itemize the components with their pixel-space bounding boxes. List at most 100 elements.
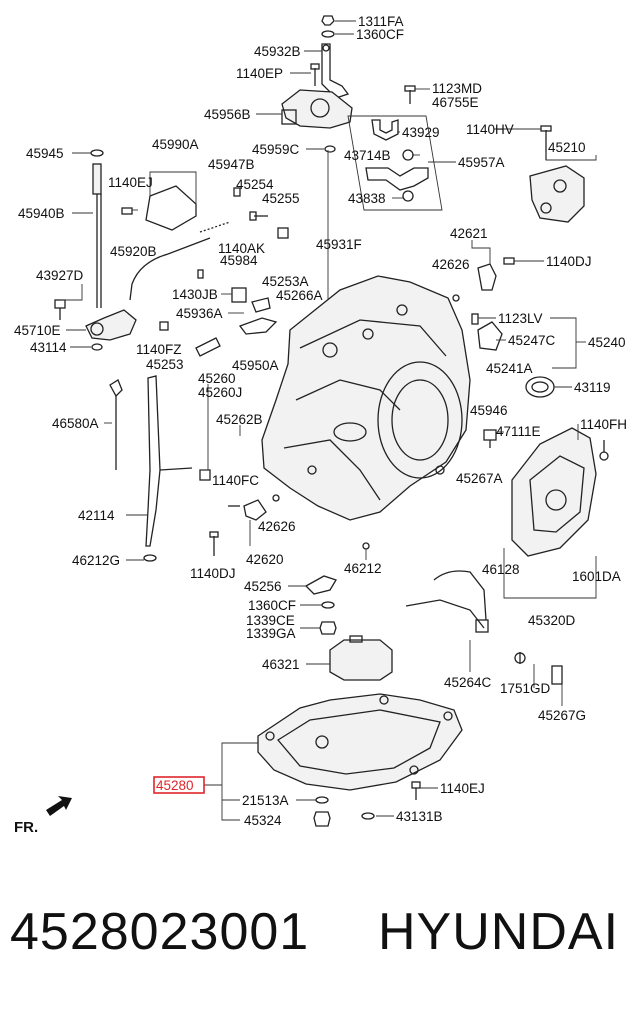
label-45984[interactable]: 45984 [220,253,258,268]
label-1339ce[interactable]: 1339CE [246,613,295,628]
sensor-group-45240 [471,313,503,351]
label-45956b[interactable]: 45956B [204,107,251,122]
label-42620[interactable]: 42620 [246,552,284,567]
front-arrow-icon [46,796,72,816]
brand-name: HYUNDAI [378,903,620,961]
label-46755e[interactable]: 46755E [432,95,479,110]
side-cover-45320d [511,427,609,557]
oil-pan-45280 [257,693,463,791]
bolt-1311fa [321,15,335,38]
highlight-box [153,776,205,794]
parts-exploded-diagram: 1311FA 1360CF 45932B 1140EP 1123MD 46755… [14,14,627,836]
label-45990a[interactable]: 45990A [152,137,199,152]
oil-seal-43119 [525,376,555,398]
label-1140dj-right[interactable]: 1140DJ [546,254,592,269]
bracket-group-45957a [347,115,443,211]
label-45957a[interactable]: 45957A [458,155,505,170]
label-45256[interactable]: 45256 [244,579,282,594]
label-1140dj-mid[interactable]: 1140DJ [190,566,236,581]
label-43119[interactable]: 43119 [574,380,611,395]
label-43114[interactable]: 43114 [30,340,67,355]
label-1140ak[interactable]: 1140AK [218,241,265,256]
label-1123lv[interactable]: 1123LV [498,311,543,326]
screw-1140ep [310,63,320,86]
label-45240[interactable]: 45240 [588,335,626,350]
label-45920b[interactable]: 45920B [110,244,157,259]
label-45950a[interactable]: 45950A [232,358,279,373]
screw-1123md [404,85,416,104]
label-1311fa[interactable]: 1311FA [358,14,404,29]
label-1601da[interactable]: 1601DA [572,569,621,584]
label-42626-top[interactable]: 42626 [432,257,470,272]
label-46128[interactable]: 46128 [482,562,520,577]
label-45247c[interactable]: 45247C [508,333,556,348]
label-45320d[interactable]: 45320D [528,613,576,628]
label-45254[interactable]: 45254 [236,177,274,192]
part-number: 4528023001 [10,903,310,961]
label-45280-highlighted[interactable]: 45280 [156,778,194,793]
label-45253[interactable]: 45253 [146,357,184,372]
label-42626-mid[interactable]: 42626 [258,519,296,534]
label-45267a[interactable]: 45267A [456,471,503,486]
cable-45920b [129,221,231,301]
part-labels: 1311FA 1360CF 45932B 1140EP 1123MD 46755… [14,14,627,836]
inhibitor-switch-45956b [281,89,353,129]
label-1140fh[interactable]: 1140FH [580,417,627,432]
label-45266a[interactable]: 45266A [276,288,323,303]
label-45260[interactable]: 45260 [198,371,236,386]
label-45945[interactable]: 45945 [26,146,64,161]
label-45253a[interactable]: 45253A [262,274,309,289]
label-45710e[interactable]: 45710E [14,323,61,338]
label-45946[interactable]: 45946 [470,403,508,418]
label-43929[interactable]: 43929 [402,125,440,140]
label-1140ep[interactable]: 1140EP [236,66,283,81]
label-45260j[interactable]: 45260J [198,385,242,400]
label-1339ga[interactable]: 1339GA [246,626,296,641]
label-45936a[interactable]: 45936A [176,306,223,321]
lever-45710e [85,309,137,351]
label-1123md[interactable]: 1123MD [432,81,482,96]
label-42621[interactable]: 42621 [450,226,488,241]
label-43714b[interactable]: 43714B [344,148,391,163]
label-43131b[interactable]: 43131B [396,809,443,824]
label-45264c[interactable]: 45264C [444,675,492,690]
label-43927d[interactable]: 43927D [36,268,84,283]
label-45262b[interactable]: 45262B [216,412,263,427]
label-46321[interactable]: 46321 [262,657,300,672]
shaft-45940b [90,149,104,308]
label-1751gd[interactable]: 1751GD [500,681,551,696]
tube-42114 [143,375,193,562]
part-drawings [46,15,609,827]
label-46580a[interactable]: 46580A [52,416,99,431]
label-1140hv[interactable]: 1140HV [466,122,514,137]
bracket-45990a [121,171,197,231]
pipe-45264c [405,570,563,685]
oil-filter-46321 [329,635,393,681]
label-1360cf[interactable]: 1360CF [356,27,404,42]
label-46212g[interactable]: 46212G [72,553,120,568]
plug-46212 [362,542,370,550]
label-1430jb[interactable]: 1430JB [172,287,218,302]
label-1140ej-top[interactable]: 1140EJ [108,175,153,190]
label-42114[interactable]: 42114 [78,508,115,523]
label-1360cf-mid[interactable]: 1360CF [248,598,296,613]
product-caption: 4528023001 HYUNDAI [0,900,644,980]
label-1140ej-bottom[interactable]: 1140EJ [440,781,485,796]
label-45241a[interactable]: 45241A [486,361,533,376]
label-45940b[interactable]: 45940B [18,206,65,221]
label-21513a[interactable]: 21513A [242,793,289,808]
bolt-43927d [54,299,66,320]
label-45947b[interactable]: 45947B [208,157,255,172]
label-45255[interactable]: 45255 [262,191,300,206]
label-46212[interactable]: 46212 [344,561,382,576]
label-1140fc[interactable]: 1140FC [212,473,259,488]
label-45931f[interactable]: 45931F [316,237,362,252]
label-45959c[interactable]: 45959C [252,142,300,157]
label-45932b[interactable]: 45932B [254,44,301,59]
label-43838[interactable]: 43838 [348,191,386,206]
label-47111e[interactable]: 47111E [496,424,541,439]
label-45324[interactable]: 45324 [244,813,282,828]
label-45210[interactable]: 45210 [548,140,586,155]
label-1140fz[interactable]: 1140FZ [136,342,182,357]
label-45267g[interactable]: 45267G [538,708,586,723]
